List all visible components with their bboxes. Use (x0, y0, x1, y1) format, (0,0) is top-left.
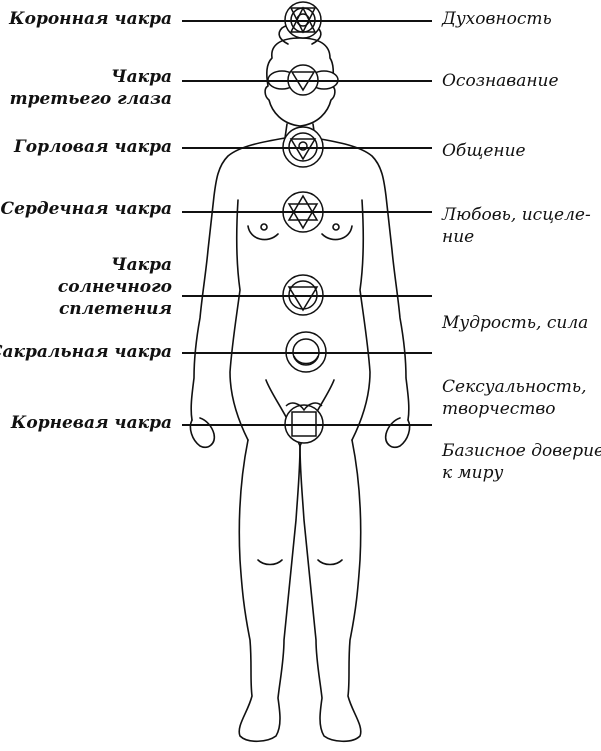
chakra-name-heart: Сердечная чакра (0, 199, 172, 219)
chakra-name-root: Корневая чакра (10, 413, 172, 433)
chakra-name-throat: Горловая чакра (14, 137, 172, 157)
line-third-eye (182, 80, 432, 82)
chakra-name-solar-plexus: Чакра солнечного сплетения (57, 255, 172, 319)
chakra-name-third-eye: Чакра третьего глаза (9, 67, 172, 109)
chakra-meaning-root: Базисное доверие к миру (442, 441, 601, 483)
chakra-meaning-crown: Духовность (442, 9, 552, 29)
line-throat (182, 147, 432, 149)
line-root (182, 424, 432, 426)
chakra-meaning-third-eye: Осознавание (442, 71, 559, 91)
line-heart (182, 211, 432, 213)
chakra-name-sacral: Сакральная чакра (0, 342, 172, 362)
line-sacral (182, 352, 432, 354)
chakra-name-crown: Коронная чакра (9, 9, 172, 29)
chakra-meaning-heart: Любовь, исцеле- ние (442, 205, 591, 247)
chakra-meaning-sacral: Сексуальность, творчество (442, 377, 587, 419)
chakra-meaning-throat: Общение (442, 141, 526, 161)
line-crown (182, 20, 432, 22)
line-solar-plexus (182, 295, 432, 297)
chakra-meaning-solar-plexus: Мудрость, сила (442, 313, 589, 333)
